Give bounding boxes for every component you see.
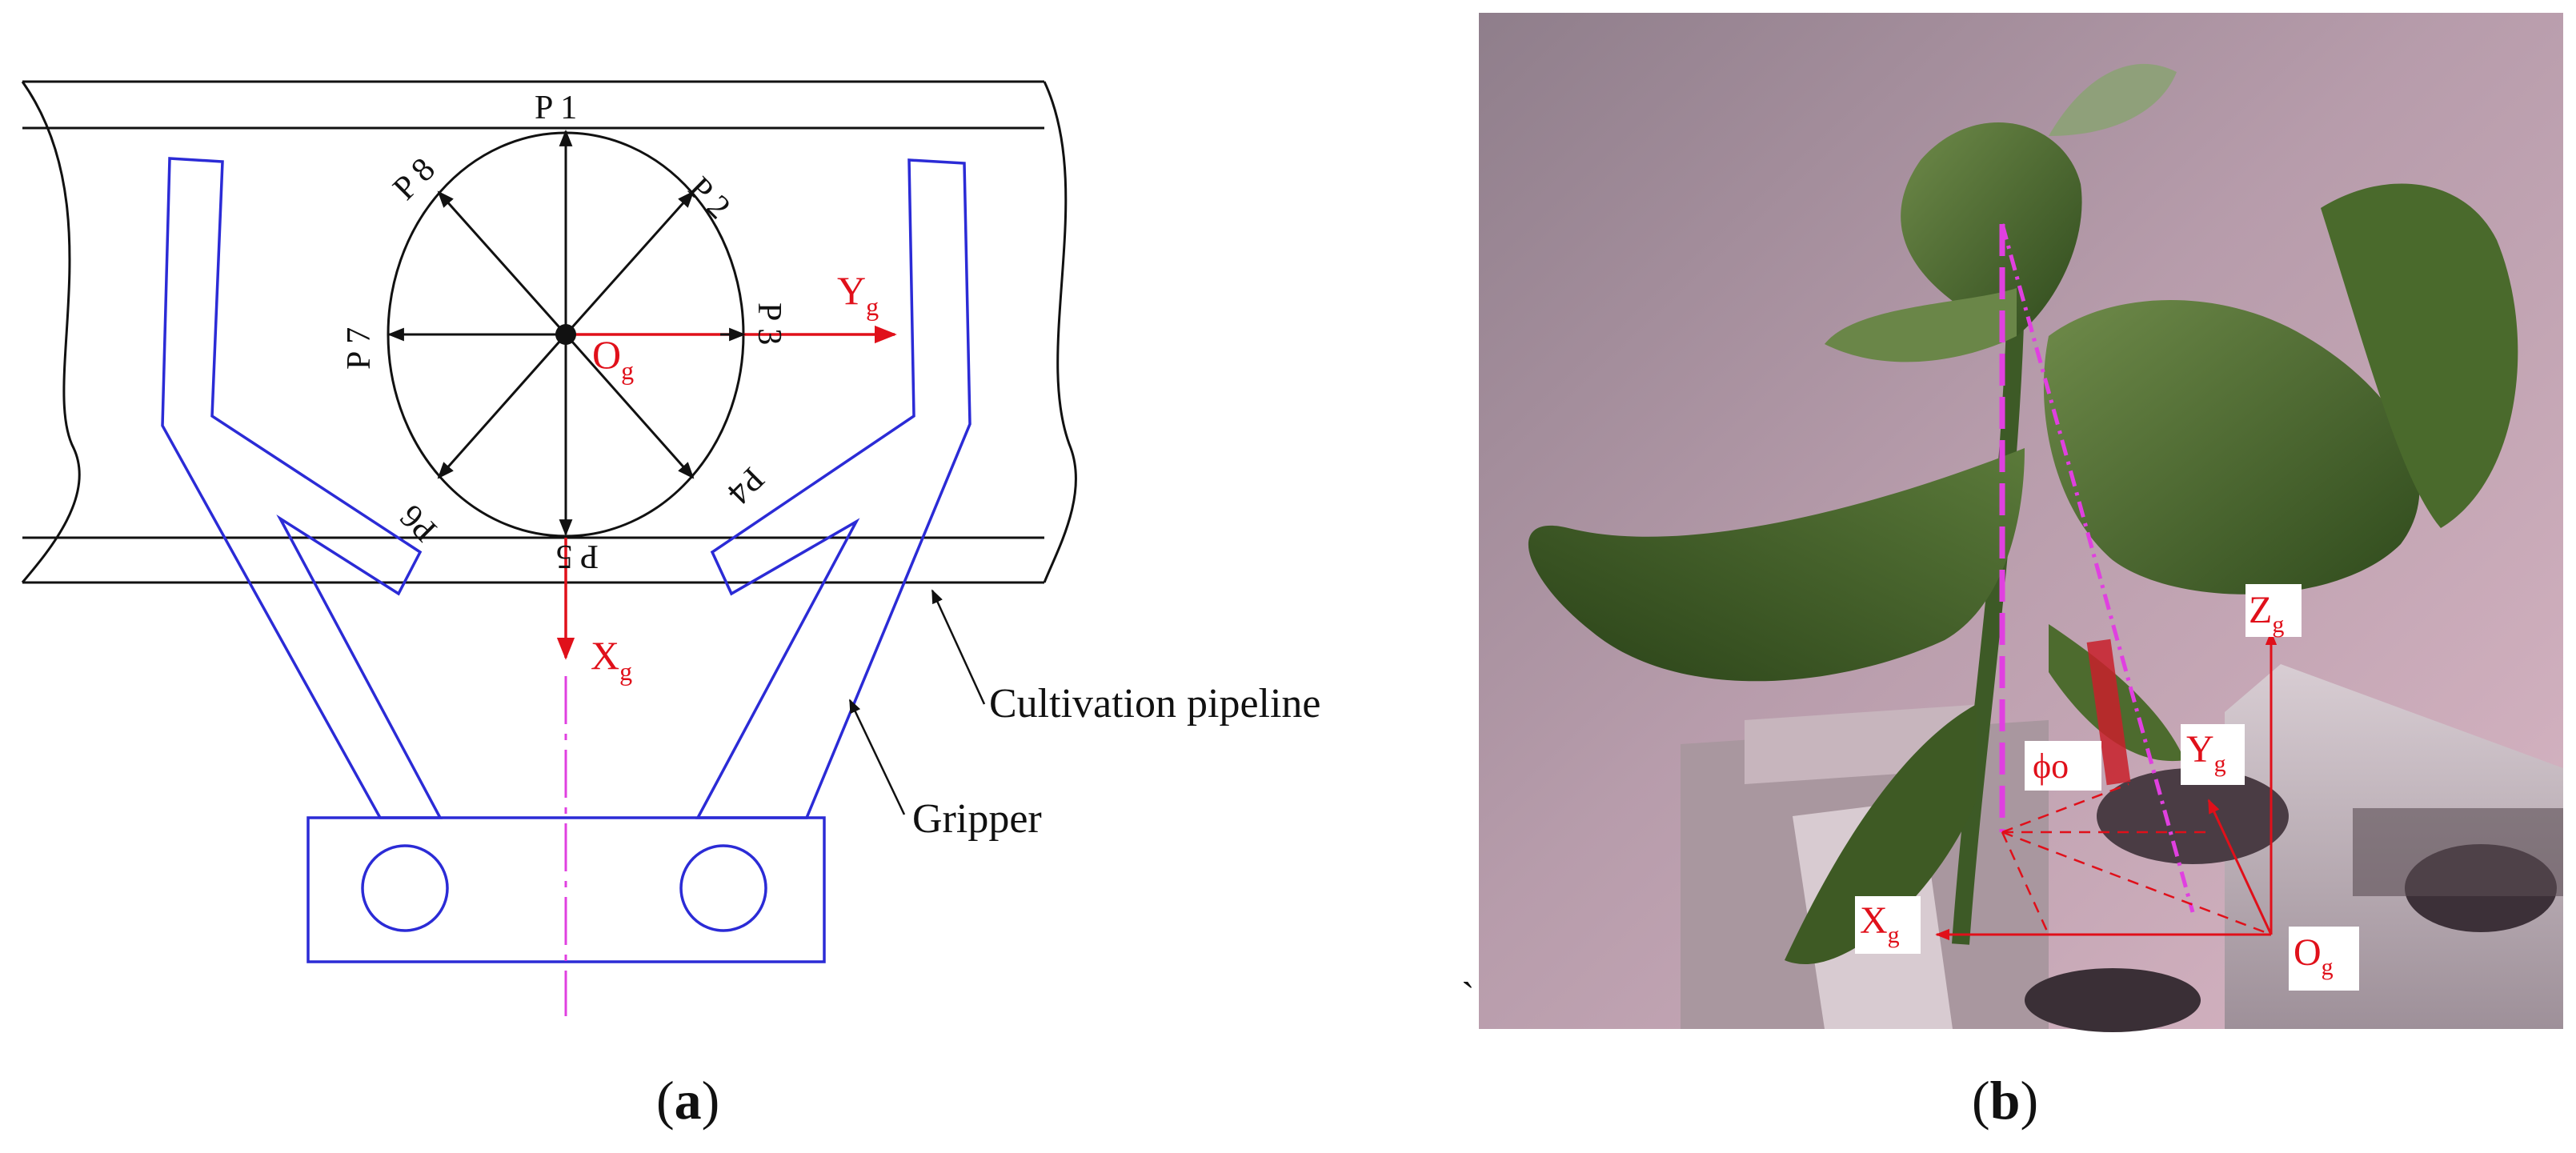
label-yg-b: Yg: [2186, 728, 2226, 777]
gripper-frame-axes: [1935, 631, 2278, 941]
label-xg-box: Xg: [1855, 896, 1921, 954]
label-xg: Xg: [591, 633, 632, 686]
label-p1: P 1: [535, 90, 577, 126]
label-phi-box: ϕo: [2025, 741, 2101, 791]
arrow-p4: [564, 334, 695, 479]
direction-arrows: [387, 129, 695, 537]
panel-b-photo: Zg Yg Xg Og ϕo ` (b): [1461, 13, 2563, 1131]
axis-yg-arrow-b: [2207, 799, 2273, 935]
plant: [1528, 63, 2518, 964]
caption-a: (a): [656, 1070, 719, 1131]
label-gripper: Gripper: [912, 796, 1042, 842]
label-p2: P 2: [681, 170, 737, 226]
gripper: [161, 157, 972, 963]
stray-mark: `: [1461, 974, 1475, 1019]
arrow-p8: [437, 190, 567, 335]
label-zg-box: Zg: [2245, 584, 2302, 638]
label-og-box: Og: [2289, 927, 2359, 991]
projection-line-4: [2001, 783, 2129, 834]
label-og-b: Og: [2294, 931, 2334, 980]
pipeline-leader-line: [931, 589, 986, 705]
label-p7: P 7: [341, 327, 378, 370]
arrow-p6: [437, 334, 567, 479]
label-p4: P4: [720, 460, 771, 511]
label-p3: P 3: [751, 302, 787, 345]
projection-line-1: [2001, 831, 2272, 936]
gripper-leader-line: [848, 699, 906, 815]
cultivation-pipeline: [21, 80, 1077, 584]
panel-a-diagram: P 1 P 2 P 3 P4 P 5 P6 P 7 P 8 Yg Og Xg C…: [21, 80, 1321, 1131]
label-phi: ϕo: [2033, 747, 2069, 786]
stem-fit-line: [2000, 223, 2195, 913]
label-og: Og: [592, 332, 634, 385]
label-yg: Yg: [837, 268, 879, 321]
label-zg: Zg: [2249, 589, 2284, 638]
label-xg-b: Xg: [1860, 899, 1900, 948]
label-p5: P 5: [556, 538, 599, 574]
origin-point: [555, 324, 576, 345]
arrow-p2: [564, 190, 695, 335]
label-yg-box: Yg: [2181, 724, 2245, 785]
caption-b: (b): [1972, 1070, 2038, 1131]
label-cultivation-pipeline: Cultivation pipeline: [989, 681, 1321, 727]
